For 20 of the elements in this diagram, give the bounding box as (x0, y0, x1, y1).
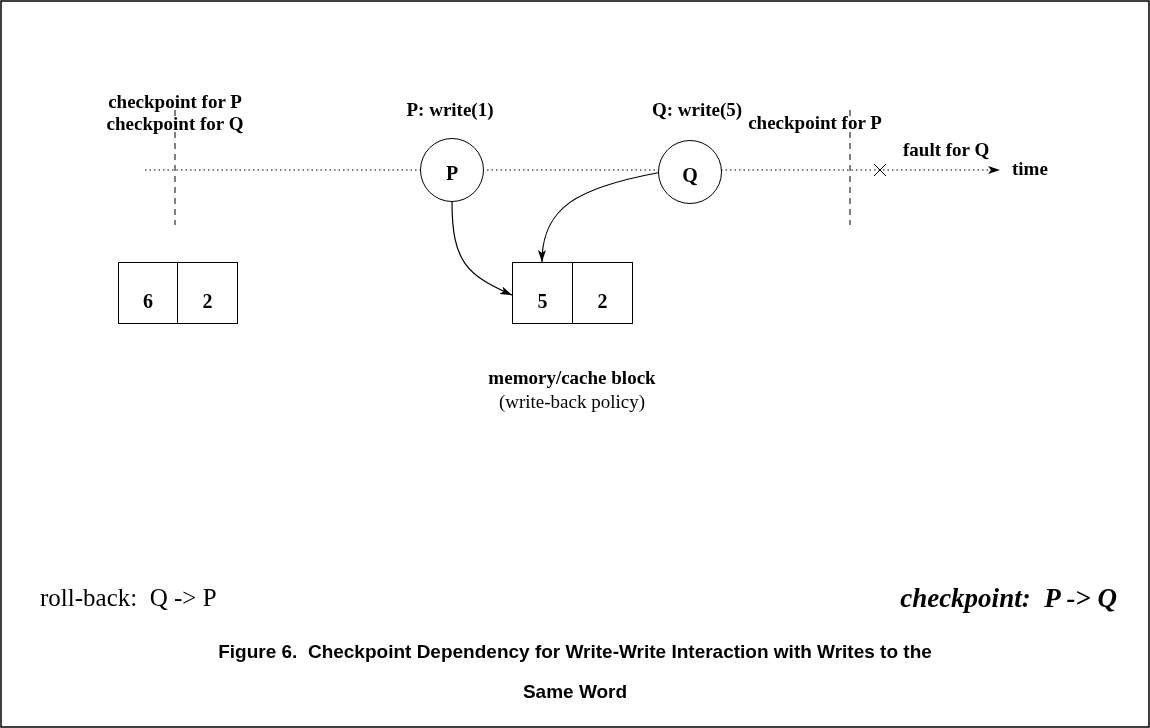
checkpoint-label: checkpoint for Q (106, 114, 244, 135)
checkpoint-label: checkpoint for P (108, 92, 242, 113)
operation-label: P: write(1) (406, 100, 494, 121)
axis-label: time (1012, 159, 1048, 180)
memory-cell: 5 (512, 262, 573, 324)
arrow (451, 201, 513, 296)
memory-cell: 2 (572, 262, 633, 324)
process-circle: Q (658, 140, 722, 204)
operation-label: Q: write(5) (651, 100, 743, 121)
memory-cell: 2 (177, 262, 238, 324)
policy-note: (write-back policy) (498, 392, 646, 413)
memory-cell: 6 (118, 262, 178, 324)
rollback-note: roll-back: Q -> P (40, 584, 217, 612)
checkpoint-note: checkpoint: P -> Q (900, 584, 1117, 614)
figure-caption: Figure 6. Checkpoint Dependency for Write-Write Interaction with Writes to the Same Word (217, 640, 933, 704)
block-label: memory/cache block (488, 368, 656, 389)
process-circle: P (420, 138, 484, 202)
checkpoint-label: checkpoint for P (748, 113, 882, 134)
fault-label: fault for Q (903, 140, 990, 161)
arrow (538, 172, 659, 263)
